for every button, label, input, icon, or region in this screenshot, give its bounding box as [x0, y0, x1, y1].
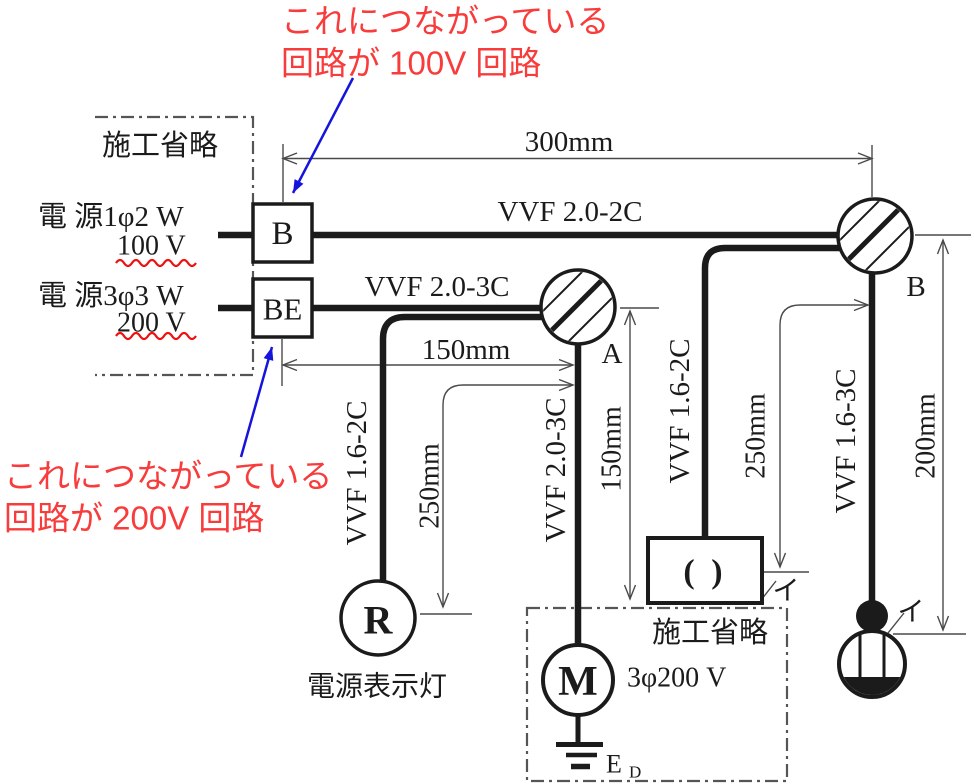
omission-label-motor: 施工省略: [652, 616, 768, 649]
receptacle-cap: [856, 600, 888, 632]
source1-name: 電 源1φ2 W: [38, 200, 184, 233]
cable-label-lamp-drop: VVF 1.6-2C: [341, 400, 373, 545]
switch-mark: イ: [773, 576, 800, 606]
wavy-underline-100v: [115, 258, 197, 268]
source2-voltage: 200 V: [117, 308, 186, 339]
cable-label-top: VVF 2.0-2C: [497, 196, 642, 228]
dimension-200mm: 200mm: [911, 393, 942, 479]
dimension-ticks: [281, 144, 971, 635]
switch-box-symbol: [646, 536, 764, 605]
breaker-b-label: B: [271, 216, 293, 252]
omission-box-motor: [525, 606, 789, 783]
dimension-150mm-horizontal: 150mm: [422, 334, 511, 366]
motor-symbol: [541, 643, 615, 717]
wavy-underline-200v: [115, 331, 197, 341]
cable-label-receptacle-drop: VVF 1.6-3C: [830, 368, 862, 513]
earth-label: E: [606, 750, 622, 779]
breaker-box-b: [251, 202, 314, 264]
motor-spec: 3φ200 V: [627, 663, 726, 694]
switch-box-label: ( ): [683, 554, 726, 591]
earth-label-subscript: D: [629, 763, 641, 782]
breaker-box-be: [251, 277, 314, 339]
dimension-250mm-lamp: 250mm: [415, 443, 446, 529]
junction-b-label: B: [906, 271, 925, 303]
pilot-lamp-symbol: [339, 579, 417, 657]
dimension-300mm: 300mm: [525, 126, 614, 158]
pilot-lamp-letter: R: [364, 598, 394, 643]
wire-junction-a-to-lamp: [379, 313, 545, 581]
wires: [218, 231, 876, 743]
cable-label-switch-drop: VVF 1.6-2C: [664, 338, 696, 483]
annotation-bottom-line2: 回路が 200V 回路: [4, 500, 264, 537]
pilot-lamp-caption: 電源表示灯: [307, 671, 447, 703]
annotation-bottom-line1: これにつながっている: [4, 458, 332, 495]
breaker-be-label: BE: [263, 292, 303, 327]
annotation-arrow-200v: [239, 346, 274, 458]
omission-label-source: 施工省略: [102, 129, 218, 162]
annotation-top-line1: これにつながっている: [281, 3, 609, 40]
dimension-leader-250mm-lamp: [436, 378, 575, 609]
receptacle-mark-leader: [887, 612, 905, 634]
cable-label-mid: VVF 2.0-3C: [364, 271, 509, 303]
motor-letter: M: [558, 659, 598, 705]
dimension-leader-250mm-switch: [773, 298, 870, 569]
annotation-top-line2: 回路が 100V 回路: [281, 45, 541, 82]
cable-label-motor-drop: VVF 2.0-3C: [540, 397, 572, 542]
source1-voltage: 100 V: [117, 231, 186, 262]
receptacle-mark: イ: [898, 597, 925, 627]
dimension-250mm-switch: 250mm: [741, 393, 772, 479]
source2-name: 電 源3φ3 W: [38, 279, 184, 312]
junction-a-label: A: [602, 338, 623, 370]
wire-junction-b-to-switch: [701, 244, 842, 539]
dimension-150mm-vertical: 150mm: [597, 406, 628, 492]
receptacle-symbol: [837, 600, 907, 699]
earth-symbol: [556, 742, 603, 770]
annotation-arrow-100v: [291, 77, 355, 194]
